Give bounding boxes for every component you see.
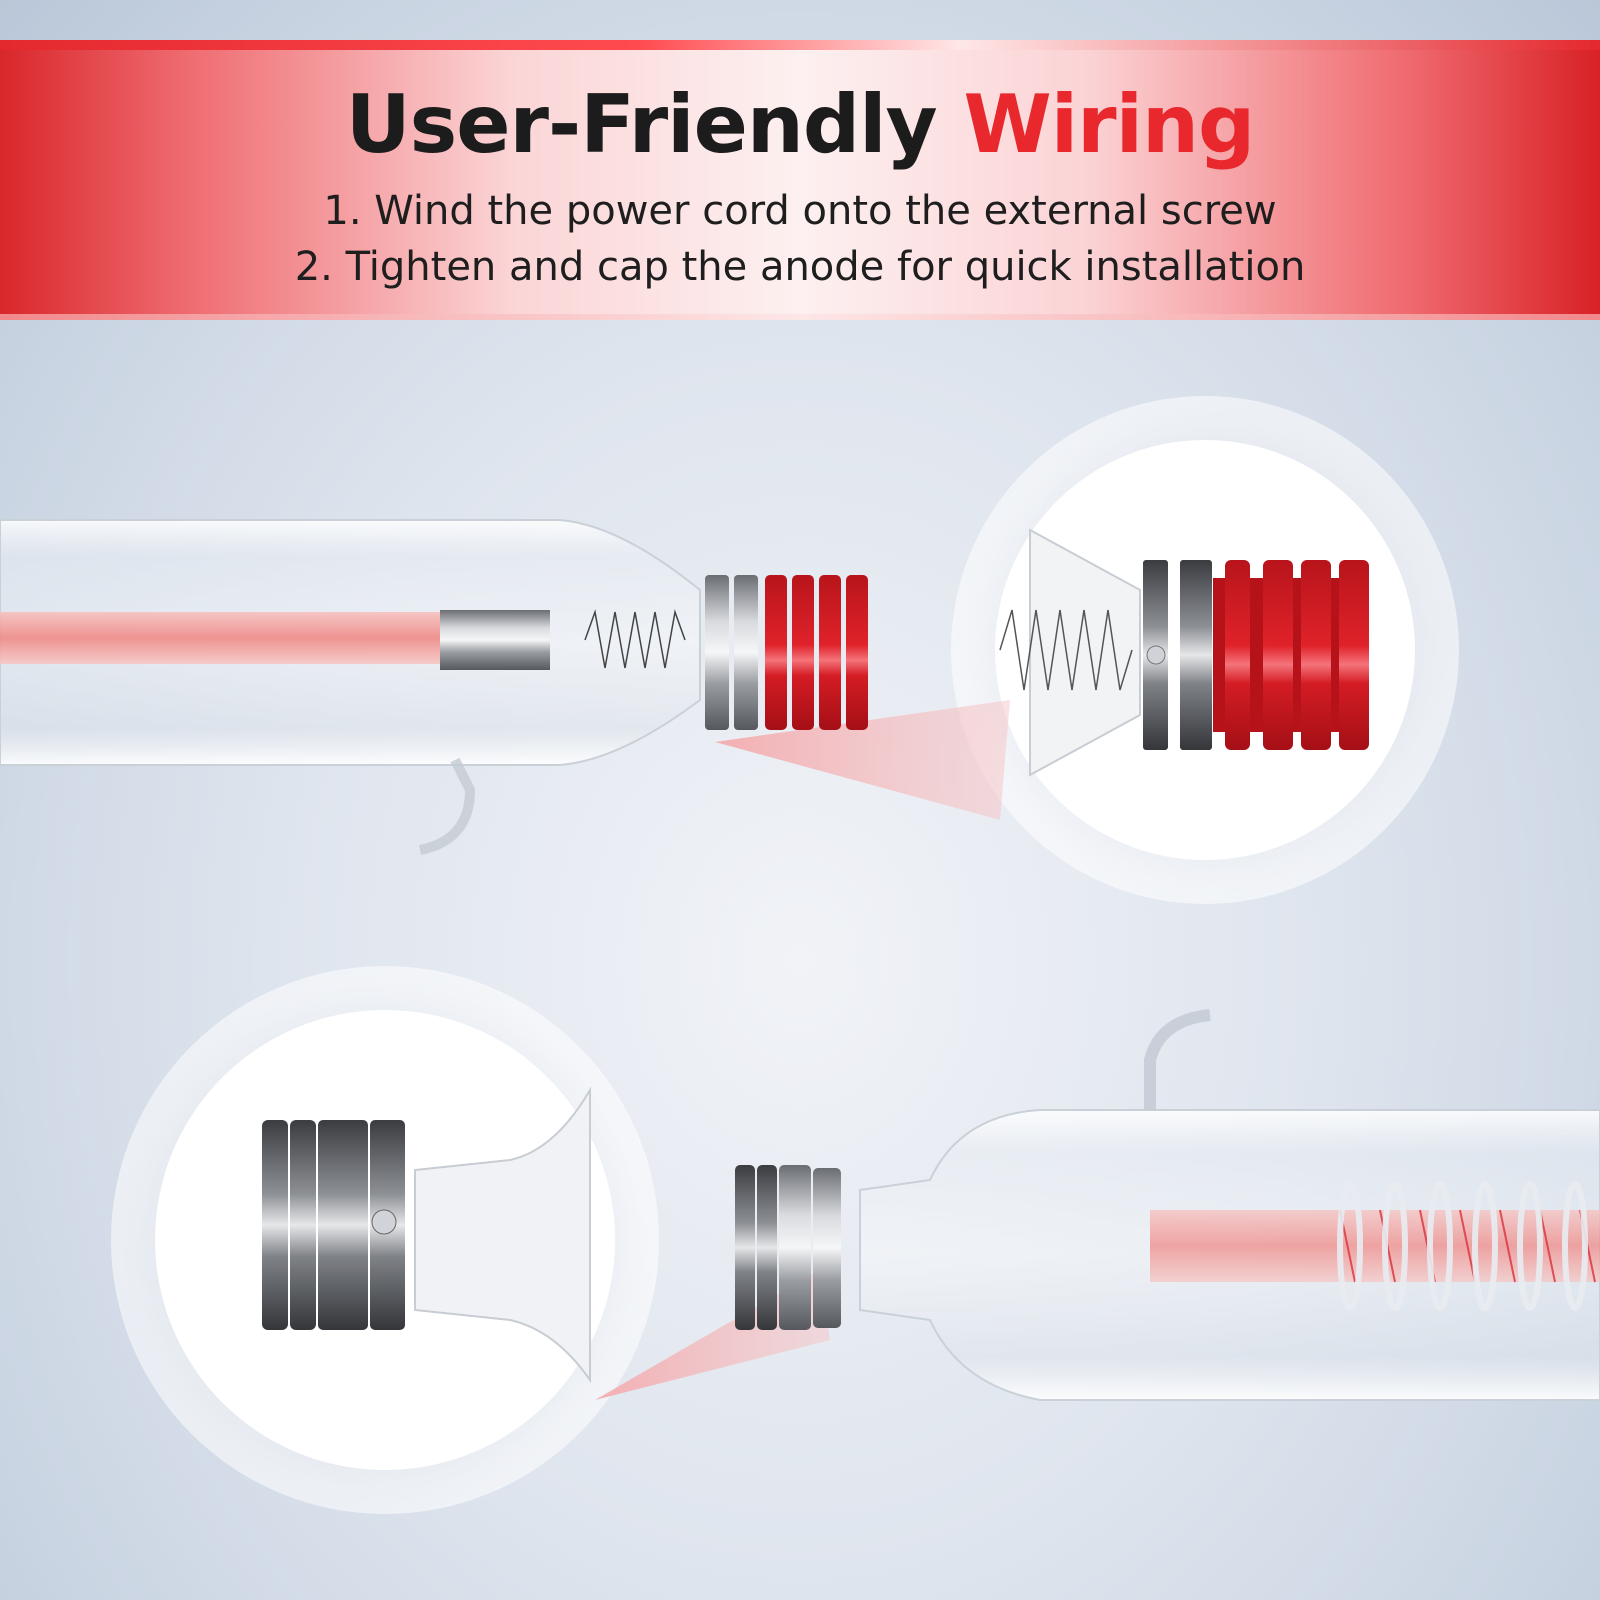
callout-beam-top [715, 700, 1010, 820]
top-laser-tube [0, 519, 1010, 855]
title-main: User-Friendly [345, 78, 938, 171]
page-title: User-Friendly Wiring [0, 78, 1600, 171]
title-accent: Wiring [963, 78, 1256, 171]
screw-icon [371, 1209, 397, 1235]
top-callout-anode-cap [999, 528, 1369, 777]
bottom-laser-tube [595, 1009, 1600, 1401]
bottom-callout-cathode-cap [262, 1086, 591, 1384]
screw-icon [1146, 645, 1166, 665]
instruction-step-1: 1. Wind the power cord onto the external… [323, 188, 1277, 234]
header-banner [0, 40, 1600, 320]
instruction-step-2: 2. Tighten and cap the anode for quick i… [294, 244, 1306, 290]
